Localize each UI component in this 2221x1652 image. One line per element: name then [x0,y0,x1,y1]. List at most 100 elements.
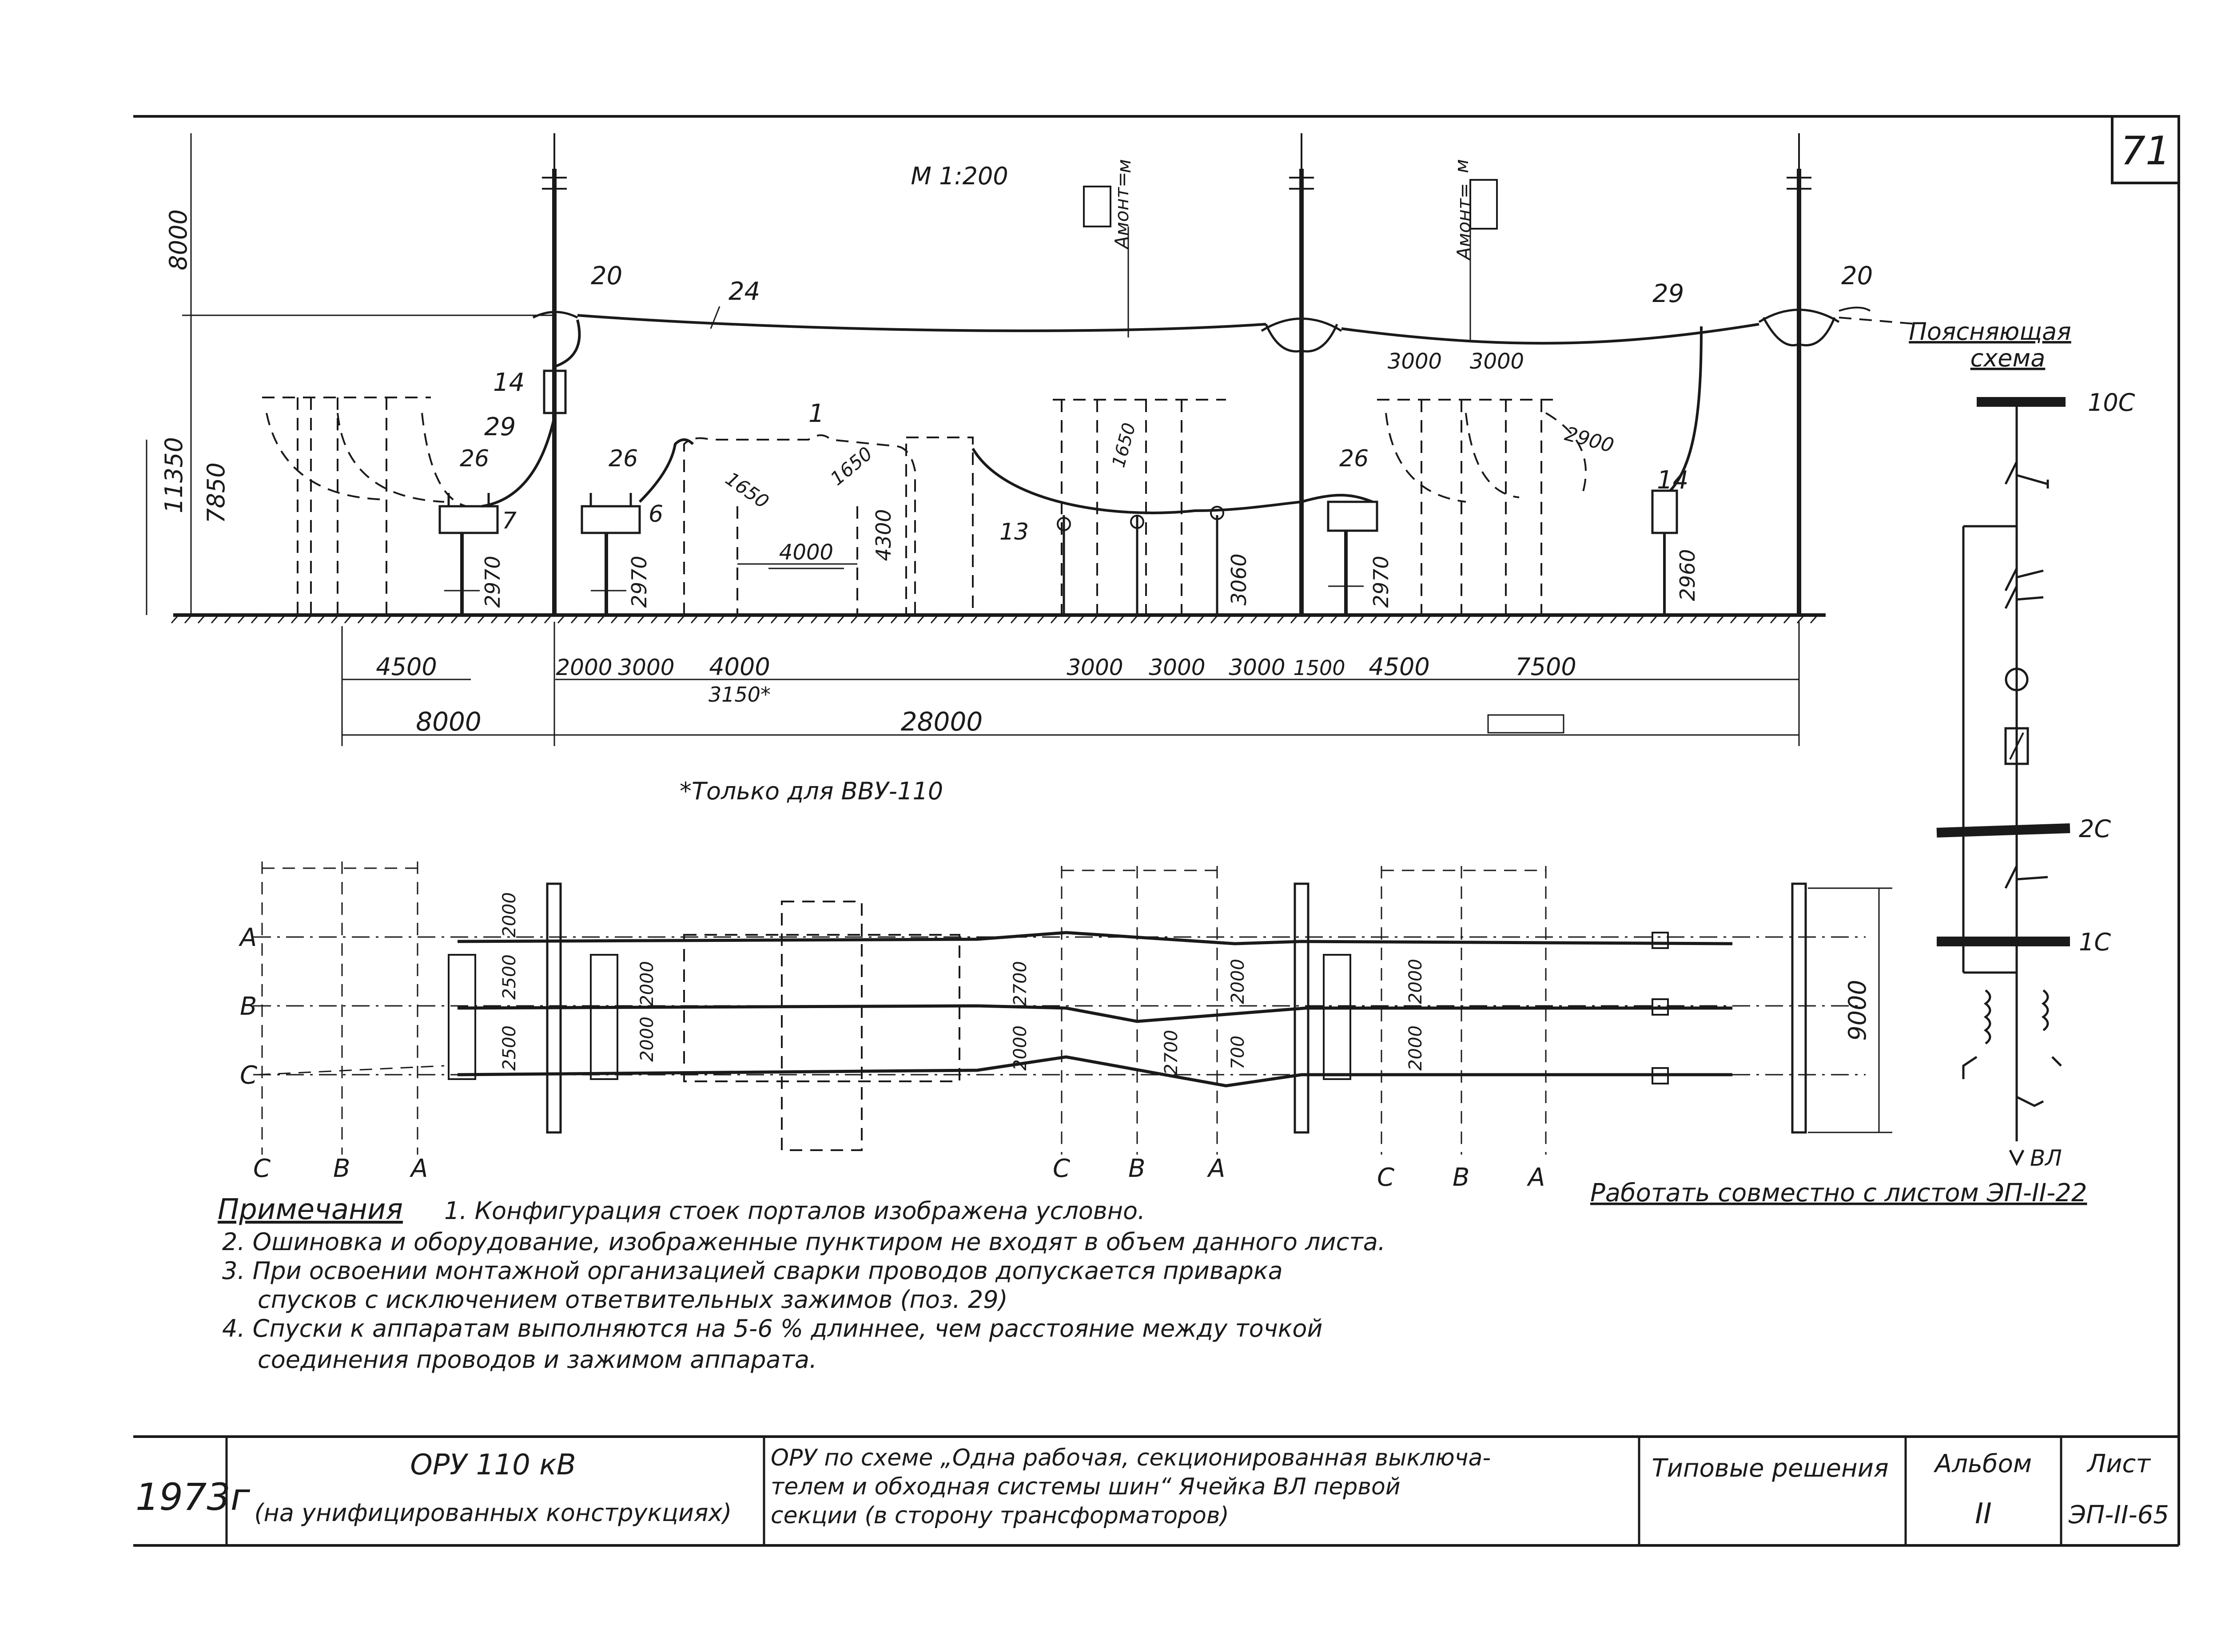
ground-hatch-mark [237,616,245,623]
pos-29-left: 29 [484,413,516,441]
pos-14-left: 14 [493,368,525,397]
dim-3000-d: 3000 [1229,655,1285,680]
title-name: ОРУ 110 кВ [410,1449,576,1481]
ct-coil-right [2041,989,2049,1031]
dim-11350: 11350 [160,437,188,513]
phase-a-left: A [239,923,257,952]
plan-dim-9000: 9000 [1843,980,1871,1040]
pos-20-left: 20 [591,262,622,290]
notes-heading: Примечания [218,1193,403,1226]
apparatus-26-right [1327,500,1378,615]
scale-label: М 1:200 [911,162,1008,190]
explanatory-scheme: Поясняющая схема 10С 2С 1С ВЛ Работать с… [1590,318,2135,1207]
dashed-portals-left [262,397,467,615]
insulator-14-right [1651,489,1678,534]
phase-bottom-2-b: B [1128,1154,1145,1183]
ground-hatch-mark [1223,616,1231,623]
ground-hatch-mark [730,616,738,623]
ground-hatch-mark [424,616,432,623]
pos-24: 24 [728,277,760,306]
ground-hatch-mark [1650,616,1658,623]
ground-hatch-mark [983,616,991,623]
dim-2970-a: 2970 [481,556,505,608]
ground-hatch-mark [1716,616,1724,623]
ground-hatch-mark [1663,616,1671,623]
ground-hatch-mark [450,616,458,623]
ground-hatch-mark [1357,616,1365,623]
dim-4500-a: 4500 [376,653,437,681]
ground-hatch-mark [291,616,299,623]
phase-bottom-3-a: A [1527,1163,1545,1192]
ground-hatch-mark [997,616,1005,623]
ground-hatch-mark [211,616,219,623]
a-mount-unit-2: м [1451,159,1473,173]
pos-1: 1 [808,399,824,428]
ground-hatch-mark [1383,616,1391,623]
dim-2900: 2900 [1562,422,1616,457]
disconnector-box [2004,727,2029,765]
dashed-portals-right [1377,399,1587,615]
ground-hatch-mark [584,616,592,623]
ground-hatch-mark [664,616,672,623]
plan-dim-2000-a: 2000 [499,892,520,937]
sheet-value: ЭП-II-65 [2068,1501,2169,1529]
phase-bottom-2-c: C [1053,1154,1070,1183]
ground-hatch-mark [1183,616,1191,623]
phase-bottom-1-b: B [333,1154,350,1183]
note-2: 2. Ошиновка и оборудование, изображенные… [222,1228,1385,1256]
dim-3000-a: 3000 [618,655,674,680]
ground-hatch-mark [810,616,818,623]
ground-hatch-mark [837,616,845,623]
phase-bottom-3-c: C [1377,1163,1394,1192]
ground-hatch-mark [1130,616,1138,623]
ground-hatch-mark [824,616,832,623]
ground-hatch-mark [850,616,858,623]
ground-hatch-mark [1690,616,1698,623]
ground-hatch-mark [1730,616,1738,623]
ground-hatch-mark [1437,616,1445,623]
ground-hatch-mark [650,616,658,623]
ground-hatch-mark [544,616,552,623]
ground-hatch-mark [957,616,965,623]
phase-bottom-3-b: B [1453,1163,1469,1192]
ground-hatch-mark [1210,616,1218,623]
dim-3000-top-b: 3000 [1470,349,1524,374]
ct-coil-left [1983,989,1991,1044]
ground-hatch-mark [1290,616,1298,623]
dashed-portals-middle [1053,399,1226,615]
plan-dim-2000-g: 2000 [1405,1025,1426,1071]
plan-dim-2700-a: 2700 [1010,961,1031,1006]
scheme-title-2: схема [1970,344,2046,372]
ground-hatch-mark [770,616,778,623]
ground-hatch-mark [251,616,259,623]
plan-dim-2500-a: 2500 [499,954,520,1000]
pos-13: 13 [999,519,1029,545]
dim-3000-b: 3000 [1067,655,1123,680]
plan-apparatus-left [448,954,1351,1080]
ground-hatch-mark [1783,616,1791,623]
ground-hatch-mark [344,616,352,623]
ground-hatch-mark [1197,616,1205,623]
ground-hatch-mark [171,616,179,623]
dim-1650-c: 1650 [1108,421,1140,469]
ground-hatch-mark [597,616,605,623]
plan-dim-2000-d: 2000 [1010,1025,1031,1071]
ground-hatch-mark [370,616,378,623]
footnote-vvu: *Только для ВВУ-110 [680,777,943,805]
pos-26-middle: 26 [609,445,638,472]
dim-3000-top-a: 3000 [1388,349,1442,374]
plan-breaker-outline [683,934,960,1082]
ground-hatch-mark [490,616,498,623]
ground-hatch-mark [397,616,405,623]
album-value: II [1975,1497,1992,1530]
ground-hatch-mark [1237,616,1245,623]
ground-hatch-mark [1050,616,1058,623]
ground-hatch-mark [530,616,538,623]
ground-hatch-mark [330,616,338,623]
breaker-symbol [2005,667,2029,691]
ground-hatch-mark [757,616,765,623]
ground-hatch-mark [797,616,805,623]
work-together-note: Работать совместно с листом ЭП-II-22 [1590,1179,2087,1207]
ground-hatch-mark [517,616,525,623]
apparatus-26-left [438,493,499,615]
